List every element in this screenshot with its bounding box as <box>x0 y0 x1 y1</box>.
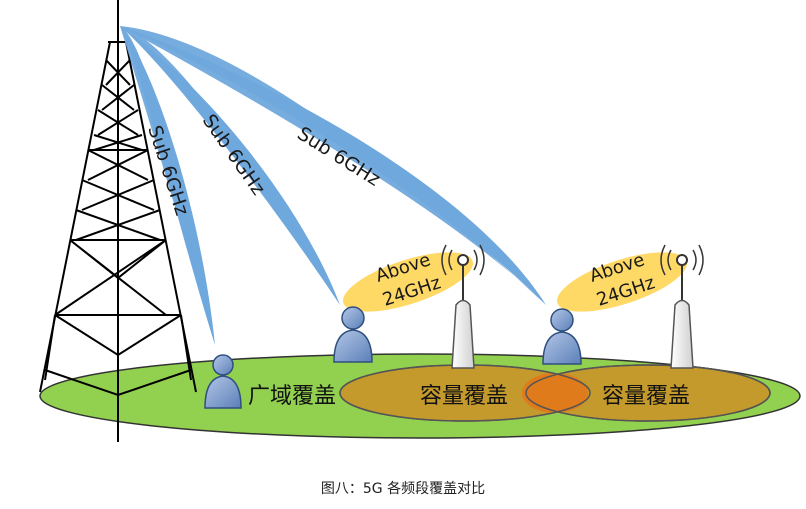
mmwave-beam-2 <box>556 252 688 312</box>
user-3 <box>542 308 582 365</box>
overlap-zone-fill <box>522 373 588 413</box>
figure-caption: 图八：5G 各频段覆盖对比 <box>320 481 486 497</box>
capacity-coverage-label-1: 容量覆盖 <box>420 384 508 409</box>
mmwave-beam-1 <box>342 252 474 312</box>
macro-tower <box>39 0 197 442</box>
small-cell-2 <box>660 244 704 369</box>
small-cell-1 <box>441 244 485 369</box>
wide-coverage-label: 广域覆盖 <box>248 384 336 409</box>
user-1 <box>204 354 242 409</box>
capacity-coverage-label-2: 容量覆盖 <box>602 384 690 409</box>
beam-label-2: Sub 6GHz <box>198 110 270 199</box>
sub6-beams <box>120 26 546 345</box>
user-2 <box>333 306 373 363</box>
